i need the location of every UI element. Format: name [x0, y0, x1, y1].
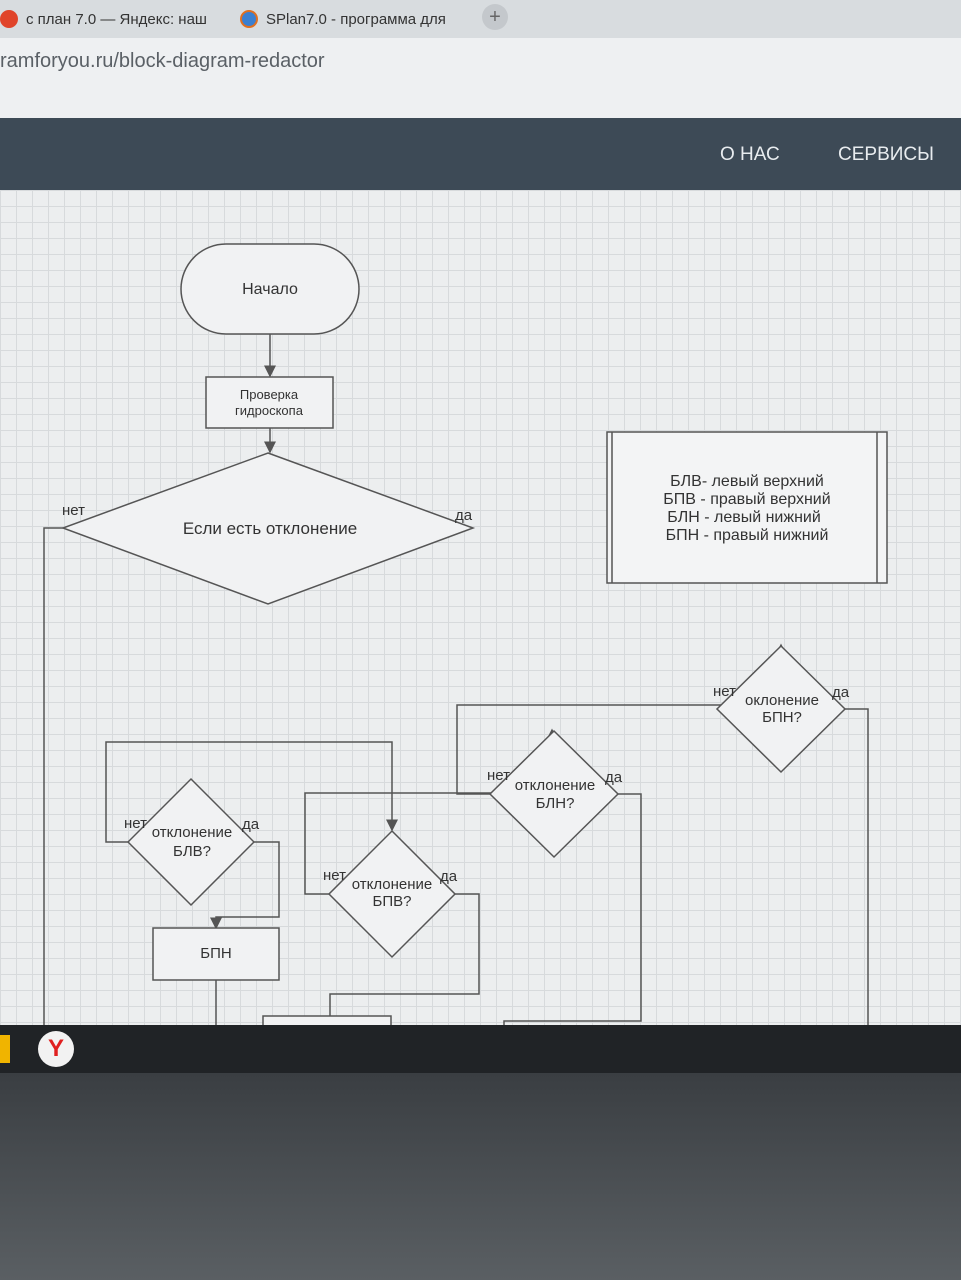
- decision-bpv-label-line2: БПВ?: [373, 893, 412, 910]
- site-header: О НАС СЕРВИСЫ: [0, 118, 961, 190]
- laptop-bezel: [0, 1073, 961, 1280]
- nav-link-about[interactable]: О НАС: [720, 144, 780, 165]
- decision-bpn-no-label: нет: [713, 683, 736, 700]
- decision-bpn-label-line1: оклонение: [745, 692, 819, 709]
- decision-bln-yes-label: да: [605, 769, 623, 786]
- yandex-favicon-icon: [0, 10, 18, 28]
- yandex-browser-icon[interactable]: Y: [38, 1031, 74, 1067]
- start-menu-icon[interactable]: [0, 1035, 10, 1063]
- decision-bpv-yes-label: да: [440, 868, 458, 885]
- decision-blv-no-label: нет: [124, 815, 147, 832]
- decision-blv-label-line1: отклонение: [152, 824, 233, 841]
- diagram-canvas[interactable]: Начало Проверка гидроскопа Если есть отк…: [0, 190, 961, 1025]
- tab-label: с план 7.0 — Яндекс: наш: [26, 10, 207, 28]
- process-bpn-label: БПН: [200, 945, 231, 962]
- decision-bpn-yes-label: да: [832, 684, 850, 701]
- decision-main-label: Если есть отклонение: [183, 519, 357, 538]
- decision-blv-label-line2: БЛВ?: [173, 843, 211, 860]
- legend-box[interactable]: [606, 431, 888, 584]
- decision-bpv-no-label: нет: [323, 867, 346, 884]
- legend-line-3: БЛН - левый нижний: [667, 509, 821, 526]
- decision-bln[interactable]: [488, 729, 620, 859]
- decision-main[interactable]: [60, 452, 476, 605]
- decision-bln-label-line1: отклонение: [515, 777, 596, 794]
- decision-bpn[interactable]: [715, 644, 847, 774]
- process-check-gyroscope[interactable]: [205, 376, 334, 429]
- connector-main-no: [43, 527, 63, 1025]
- decision-bpn-label-line2: БПН?: [762, 709, 802, 726]
- legend-line-4: БПН - правый нижний: [666, 527, 829, 544]
- start-label: Начало: [242, 281, 298, 298]
- tab-yandex-search[interactable]: с план 7.0 — Яндекс: наш: [0, 6, 215, 32]
- legend-line-1: БЛВ- левый верхний: [670, 473, 824, 490]
- decision-bpv[interactable]: [327, 829, 457, 959]
- browser-tab-strip: с план 7.0 — Яндекс: наш SPlan7.0 - прог…: [0, 0, 961, 38]
- legend-line-2: БПВ - правый верхний: [663, 491, 830, 508]
- decision-bln-no-label: нет: [487, 767, 510, 784]
- url-text[interactable]: ramforyou.ru/block-diagram-redactor: [0, 50, 325, 72]
- decision-blv-left[interactable]: [126, 777, 256, 907]
- address-bar[interactable]: ramforyou.ru/block-diagram-redactor: [0, 38, 961, 118]
- tab-label: SPlan7.0 - программа для: [266, 10, 446, 28]
- decision-main-no-label: нет: [62, 502, 85, 519]
- check-label-line2: гидроскопа: [235, 403, 304, 418]
- decision-bln-label-line2: БЛН?: [536, 795, 575, 812]
- nav-link-services[interactable]: СЕРВИСЫ: [838, 144, 934, 165]
- new-tab-button[interactable]: +: [482, 4, 508, 30]
- os-taskbar: Y: [0, 1025, 961, 1073]
- check-label-line1: Проверка: [240, 387, 299, 402]
- globe-favicon-icon: [240, 10, 258, 28]
- decision-bpv-label-line1: отклонение: [352, 876, 433, 893]
- tab-splan[interactable]: SPlan7.0 - программа для: [240, 6, 472, 32]
- decision-main-yes-label: да: [455, 507, 473, 524]
- decision-blv-yes-label: да: [242, 816, 260, 833]
